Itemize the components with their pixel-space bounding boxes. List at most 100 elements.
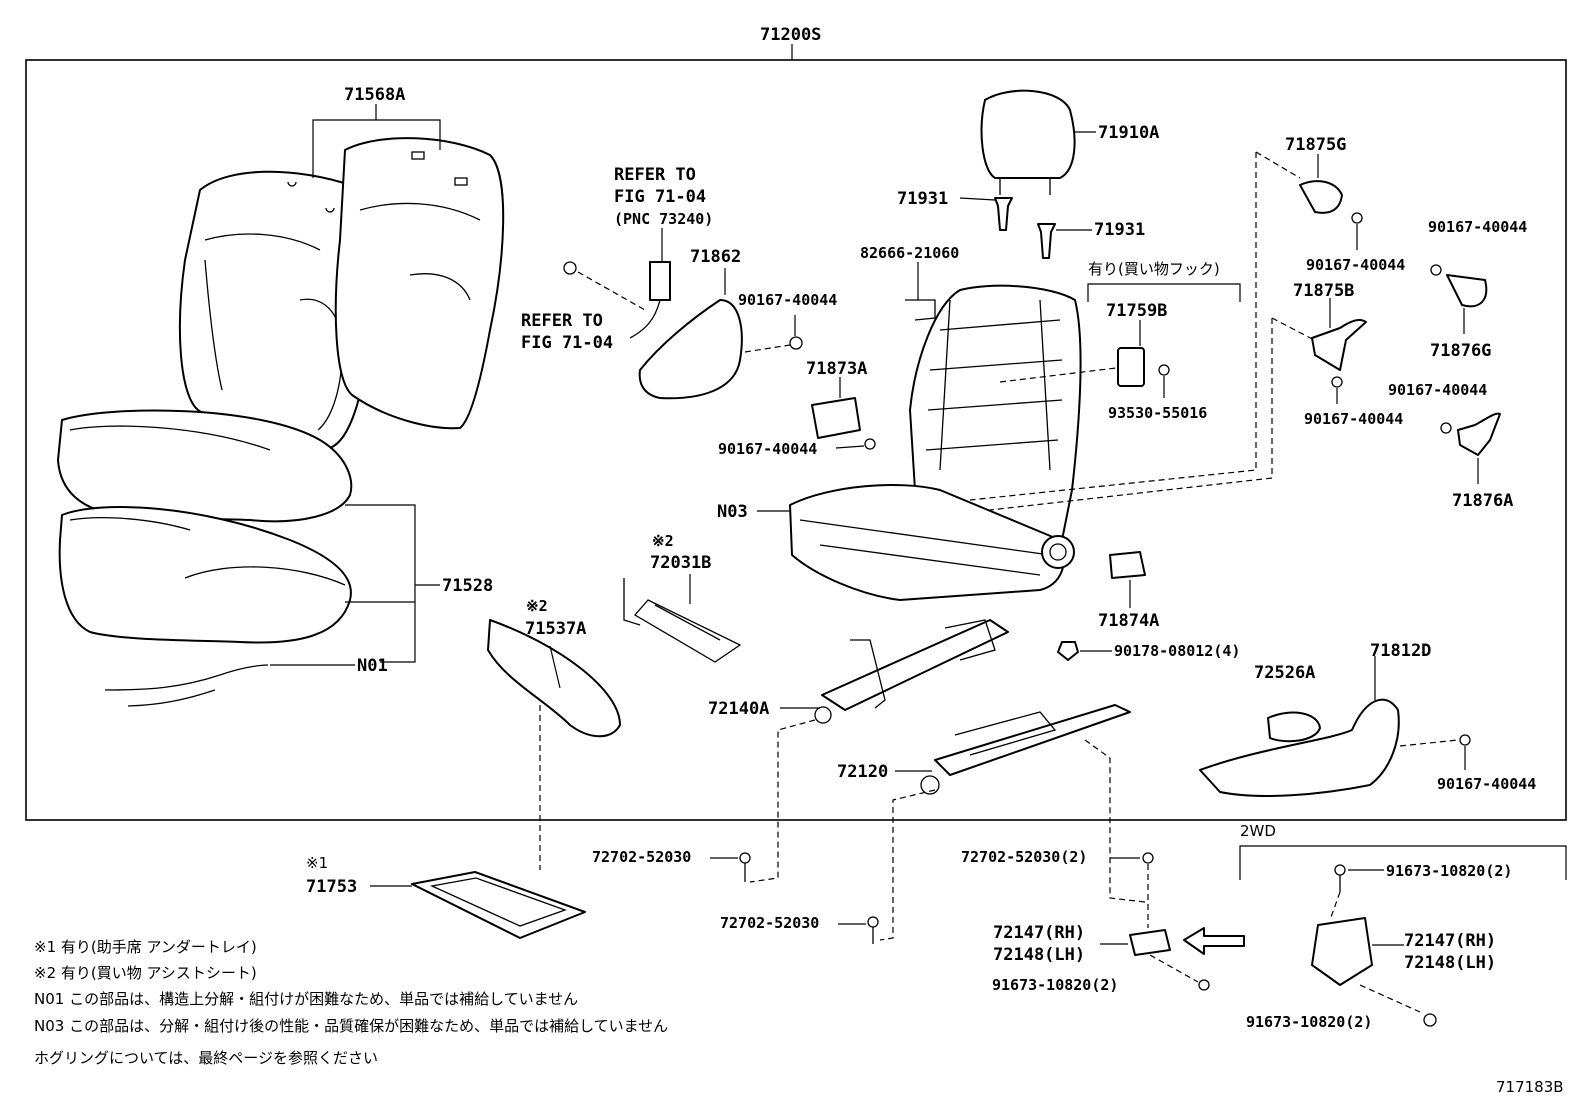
label-71875G: 71875G bbox=[1285, 135, 1346, 155]
wire-harness-drawing bbox=[104, 664, 269, 691]
note-4: N03 この部品は、分解・組付け後の性能・品質確保が困難なため、単品では補給して… bbox=[34, 1017, 668, 1035]
label-72702-c: 72702-52030(2) bbox=[961, 848, 1087, 866]
label-91673-a: 91673-10820(2) bbox=[992, 976, 1118, 994]
assembly-number: 71200S bbox=[760, 25, 821, 45]
under-tray-drawing bbox=[411, 871, 586, 939]
label-refer-to-2: REFER TO bbox=[521, 311, 603, 331]
screw-icon-4 bbox=[1351, 212, 1363, 224]
seat-track-lower-drawing bbox=[920, 704, 1131, 795]
bolt-icon-2 bbox=[739, 852, 751, 864]
label-72148-1: 72148(LH) bbox=[993, 945, 1085, 965]
label-72148-2: 72148(LH) bbox=[1404, 953, 1496, 973]
bolt-icon-3 bbox=[867, 916, 879, 928]
label-90167-e: 90167-40044 bbox=[1428, 218, 1527, 236]
bolt-icon-7 bbox=[1423, 1013, 1437, 1027]
side-shield-drawing bbox=[1199, 698, 1400, 797]
seat-track-upper-drawing bbox=[814, 619, 1009, 724]
screw-icon-6 bbox=[1331, 376, 1343, 388]
label-72140A: 72140A bbox=[708, 699, 769, 719]
bolt-icon-5 bbox=[1198, 979, 1210, 991]
label-90167-f: 90167-40044 bbox=[1304, 410, 1403, 428]
label-72702-a: 72702-52030 bbox=[592, 848, 691, 866]
headrest-drawing bbox=[980, 89, 1076, 179]
label-shopping-hook: 有り(買い物フック) bbox=[1088, 260, 1220, 278]
inner-cover-drawing bbox=[1446, 274, 1488, 308]
seat-cushion-drawing bbox=[57, 409, 353, 644]
label-71568A: 71568A bbox=[344, 85, 405, 105]
knob-drawing bbox=[1267, 711, 1321, 743]
label-2wd: 2WD bbox=[1240, 822, 1276, 840]
assist-seat-frame-drawing bbox=[623, 578, 742, 663]
screw-icon-5 bbox=[1430, 264, 1442, 276]
bolt-icon-4 bbox=[1142, 852, 1154, 864]
arrow-icon bbox=[1183, 927, 1245, 955]
label-71528: 71528 bbox=[442, 576, 493, 596]
note-1: ※1 有り(助手席 アンダートレイ) bbox=[34, 938, 257, 956]
hinge-cover-drawing-2 bbox=[1311, 319, 1367, 371]
hook-clip-drawing bbox=[905, 299, 936, 321]
seatback-cover-drawing bbox=[178, 137, 505, 450]
label-71862: 71862 bbox=[690, 247, 741, 267]
label-72702-b: 72702-52030 bbox=[720, 914, 819, 932]
headrest-guide-drawing-2 bbox=[1037, 223, 1056, 259]
label-71874A: 71874A bbox=[1098, 611, 1159, 631]
side-cover-drawing bbox=[487, 619, 621, 738]
screw-icon-2 bbox=[1158, 364, 1170, 376]
bracket-drawing bbox=[811, 397, 861, 439]
label-90167-g: 90167-40044 bbox=[1388, 381, 1487, 399]
hinge-cover-drawing bbox=[1299, 180, 1343, 214]
label-91673-c: 91673-10820(2) bbox=[1246, 1013, 1372, 1031]
label-71876G: 71876G bbox=[1430, 341, 1491, 361]
label-90167-c: 90167-40044 bbox=[1437, 775, 1536, 793]
note-3: N01 この部品は、構造上分解・組付けが困難なため、単品では補給していません bbox=[34, 990, 578, 1008]
recliner-cover-drawing bbox=[638, 299, 743, 400]
label-N01: N01 bbox=[357, 656, 388, 676]
bolt-icon bbox=[864, 438, 876, 450]
label-71812D: 71812D bbox=[1370, 641, 1431, 661]
label-71759B: 71759B bbox=[1106, 301, 1167, 321]
label-71875B: 71875B bbox=[1293, 281, 1354, 301]
label-90167-a: 90167-40044 bbox=[738, 291, 837, 309]
label-71753-mark: ※1 bbox=[306, 854, 328, 872]
label-pnc-73240: (PNC 73240) bbox=[614, 210, 713, 228]
label-71931-a: 71931 bbox=[897, 189, 948, 209]
nut-icon bbox=[1057, 641, 1079, 661]
label-90178: 90178-08012(4) bbox=[1114, 642, 1240, 660]
screw-icon-7 bbox=[1440, 422, 1452, 434]
label-71910A: 71910A bbox=[1098, 123, 1159, 143]
bracket-drawing-2 bbox=[1109, 551, 1146, 579]
label-72031B-mark: ※2 bbox=[652, 532, 674, 550]
screw-icon bbox=[789, 336, 803, 350]
label-refer-to-1: REFER TO bbox=[614, 165, 696, 185]
label-72147-1: 72147(RH) bbox=[993, 923, 1085, 943]
label-71753: 71753 bbox=[306, 877, 357, 897]
label-71931-b: 71931 bbox=[1094, 220, 1145, 240]
label-72031B: 72031B bbox=[650, 553, 711, 573]
label-72526A: 72526A bbox=[1254, 663, 1315, 683]
anchor-bracket-drawing bbox=[1129, 929, 1171, 956]
label-fig-71-04-2: FIG 71-04 bbox=[521, 333, 613, 353]
label-71537A-mark: ※2 bbox=[526, 597, 548, 615]
label-90167-d: 90167-40044 bbox=[1306, 256, 1405, 274]
label-71876A: 71876A bbox=[1452, 491, 1513, 511]
label-72120: 72120 bbox=[837, 762, 888, 782]
label-72147-2: 72147(RH) bbox=[1404, 931, 1496, 951]
anchor-bracket-drawing-2 bbox=[1311, 917, 1373, 986]
note-5: ホグリングについては、最終ページを参照ください bbox=[34, 1049, 378, 1067]
assembly-frame bbox=[25, 59, 1567, 821]
label-82666: 82666-21060 bbox=[860, 244, 959, 262]
label-fig-71-04-1: FIG 71-04 bbox=[614, 187, 706, 207]
label-71537A: 71537A bbox=[525, 619, 586, 639]
inner-cover-drawing-2 bbox=[1457, 412, 1501, 456]
label-71873A: 71873A bbox=[806, 359, 867, 379]
belt-buckle-drawing bbox=[563, 261, 671, 339]
screw-icon-3 bbox=[1459, 734, 1471, 746]
note-2: ※2 有り(買い物 アシストシート) bbox=[34, 964, 257, 982]
headrest-guide-drawing-1 bbox=[994, 197, 1013, 231]
label-93530: 93530-55016 bbox=[1108, 404, 1207, 422]
label-90167-b: 90167-40044 bbox=[718, 440, 817, 458]
label-N03: N03 bbox=[717, 502, 748, 522]
bolt-icon-6 bbox=[1334, 864, 1346, 876]
seat-frame-drawing bbox=[789, 284, 1082, 601]
